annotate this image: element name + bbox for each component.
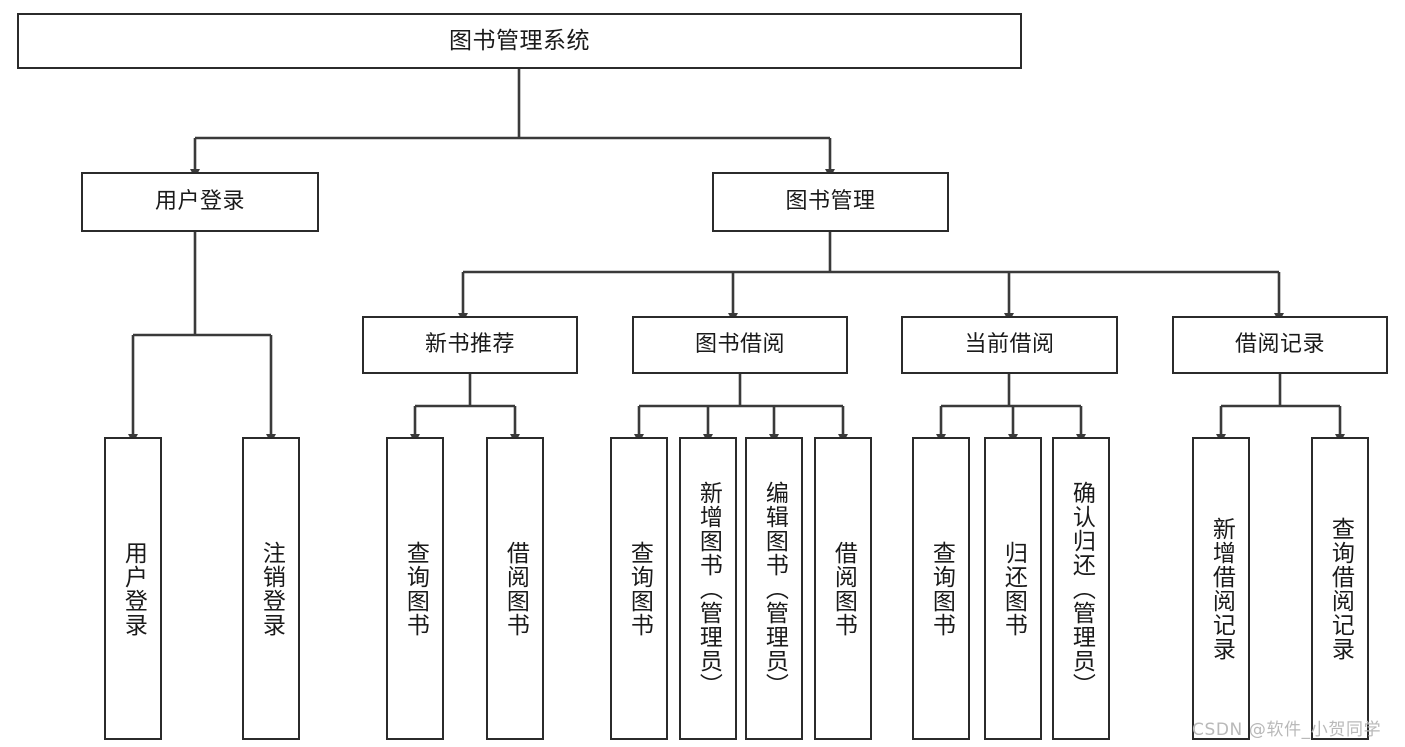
node-new-book-recommendation[interactable]: 新书推荐: [362, 316, 578, 374]
leaf-borrow-book-under-book-borrowing[interactable]: 借阅图书: [814, 437, 872, 740]
leaf-return-book[interactable]: 归还图书: [984, 437, 1042, 740]
node-borrowing-record[interactable]: 借阅记录: [1172, 316, 1388, 374]
node-user-login[interactable]: 用户登录: [81, 172, 319, 232]
edge-current-borrow-to-leaves: [936, 374, 1086, 443]
edge-borrow-record-to-leaves: [1216, 374, 1345, 443]
node-root-book-management-system[interactable]: 图书管理系统: [17, 13, 1022, 69]
leaf-query-book-under-new-book-recommendation[interactable]: 查询图书: [386, 437, 444, 740]
leaf-user-login[interactable]: 用户登录: [104, 437, 162, 740]
edge-user-login-to-leaves: [128, 232, 276, 443]
leaf-query-book-under-book-borrowing[interactable]: 查询图书: [610, 437, 668, 740]
leaf-edit-book-admin[interactable]: 编辑图书（管理员）: [745, 437, 803, 740]
node-current-borrowing[interactable]: 当前借阅: [901, 316, 1118, 374]
node-book-management[interactable]: 图书管理: [712, 172, 949, 232]
leaf-query-borrowing-record[interactable]: 查询借阅记录: [1311, 437, 1369, 740]
node-book-borrowing[interactable]: 图书借阅: [632, 316, 848, 374]
edge-root-to-level2: [190, 69, 835, 178]
leaf-user-logout[interactable]: 注销登录: [242, 437, 300, 740]
leaf-add-book-admin[interactable]: 新增图书（管理员）: [679, 437, 737, 740]
csdn-watermark: CSDN @软件_小贺同学: [1192, 720, 1382, 740]
leaf-add-borrowing-record[interactable]: 新增借阅记录: [1192, 437, 1250, 740]
leaf-query-book-under-current-borrowing[interactable]: 查询图书: [912, 437, 970, 740]
edge-new-book-rec-to-leaves: [410, 374, 520, 443]
edge-book-borrow-to-leaves: [634, 374, 848, 443]
edge-book-manage-to-level3: [458, 232, 1284, 322]
leaf-borrow-book-under-new-book-recommendation[interactable]: 借阅图书: [486, 437, 544, 740]
leaf-confirm-return-admin[interactable]: 确认归还（管理员）: [1052, 437, 1110, 740]
